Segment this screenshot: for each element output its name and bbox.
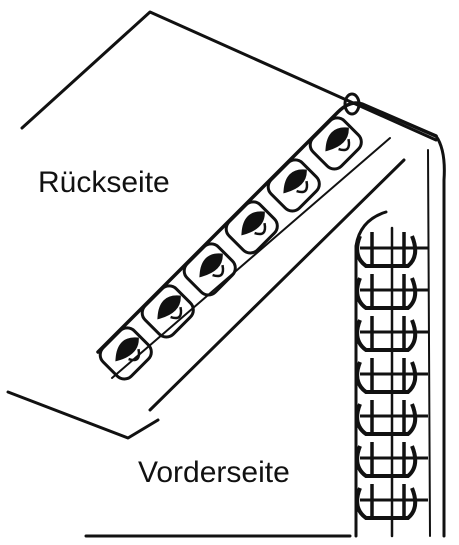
back-loop-tail <box>128 348 141 362</box>
back-loop-outline <box>266 158 321 213</box>
back-loop-knot <box>157 295 181 320</box>
front-loop-curve <box>355 403 418 436</box>
back-loop-knot <box>325 127 349 152</box>
back-loop-knot <box>241 211 265 236</box>
back-loop-knot <box>115 337 139 362</box>
front-loop <box>355 358 428 394</box>
back-loop <box>140 284 195 339</box>
lower-fabric-outline <box>6 390 160 440</box>
front-loop <box>355 484 428 520</box>
back-loop-tail <box>254 222 267 236</box>
back-loop-outline <box>98 326 153 381</box>
back-loop-tail <box>212 264 225 278</box>
back-loop <box>224 200 279 255</box>
front-side-loops <box>355 232 428 520</box>
back-loop-tail <box>296 180 309 194</box>
front-loop-curve <box>355 445 418 478</box>
back-loop-tail <box>338 138 351 152</box>
seam-rail-mid <box>111 137 391 379</box>
back-fabric-outline <box>20 10 438 142</box>
back-loop-outline <box>308 116 363 171</box>
front-loop-curve <box>355 277 418 310</box>
back-loop <box>266 158 321 213</box>
back-loop-knot <box>283 169 307 194</box>
seam-knot <box>343 92 361 116</box>
front-loop <box>355 442 428 478</box>
front-loop-curve <box>355 361 418 394</box>
front-loop-curve <box>355 235 418 268</box>
back-side-label: Rückseite <box>38 166 170 199</box>
back-side-loops <box>98 116 363 381</box>
front-fabric-edge <box>434 134 446 538</box>
back-loop-outline <box>224 200 279 255</box>
front-loop-curve <box>355 319 418 352</box>
front-fabric-edge-inner <box>427 149 431 537</box>
back-loop-knot <box>199 253 223 278</box>
front-loop <box>355 274 428 310</box>
back-loop <box>182 242 237 297</box>
front-side-label: Vorderseite <box>138 456 290 489</box>
seam-rail-inner <box>148 158 406 412</box>
back-loop <box>308 116 363 171</box>
front-loop-curve <box>355 487 418 520</box>
back-loop-outline <box>182 242 237 297</box>
front-loop <box>355 232 428 268</box>
front-loop <box>355 400 428 436</box>
back-loop-outline <box>140 284 195 339</box>
seam-rail-outer <box>96 101 438 354</box>
back-loop-tail <box>170 306 183 320</box>
front-loop <box>355 316 428 352</box>
back-loop <box>98 326 153 381</box>
